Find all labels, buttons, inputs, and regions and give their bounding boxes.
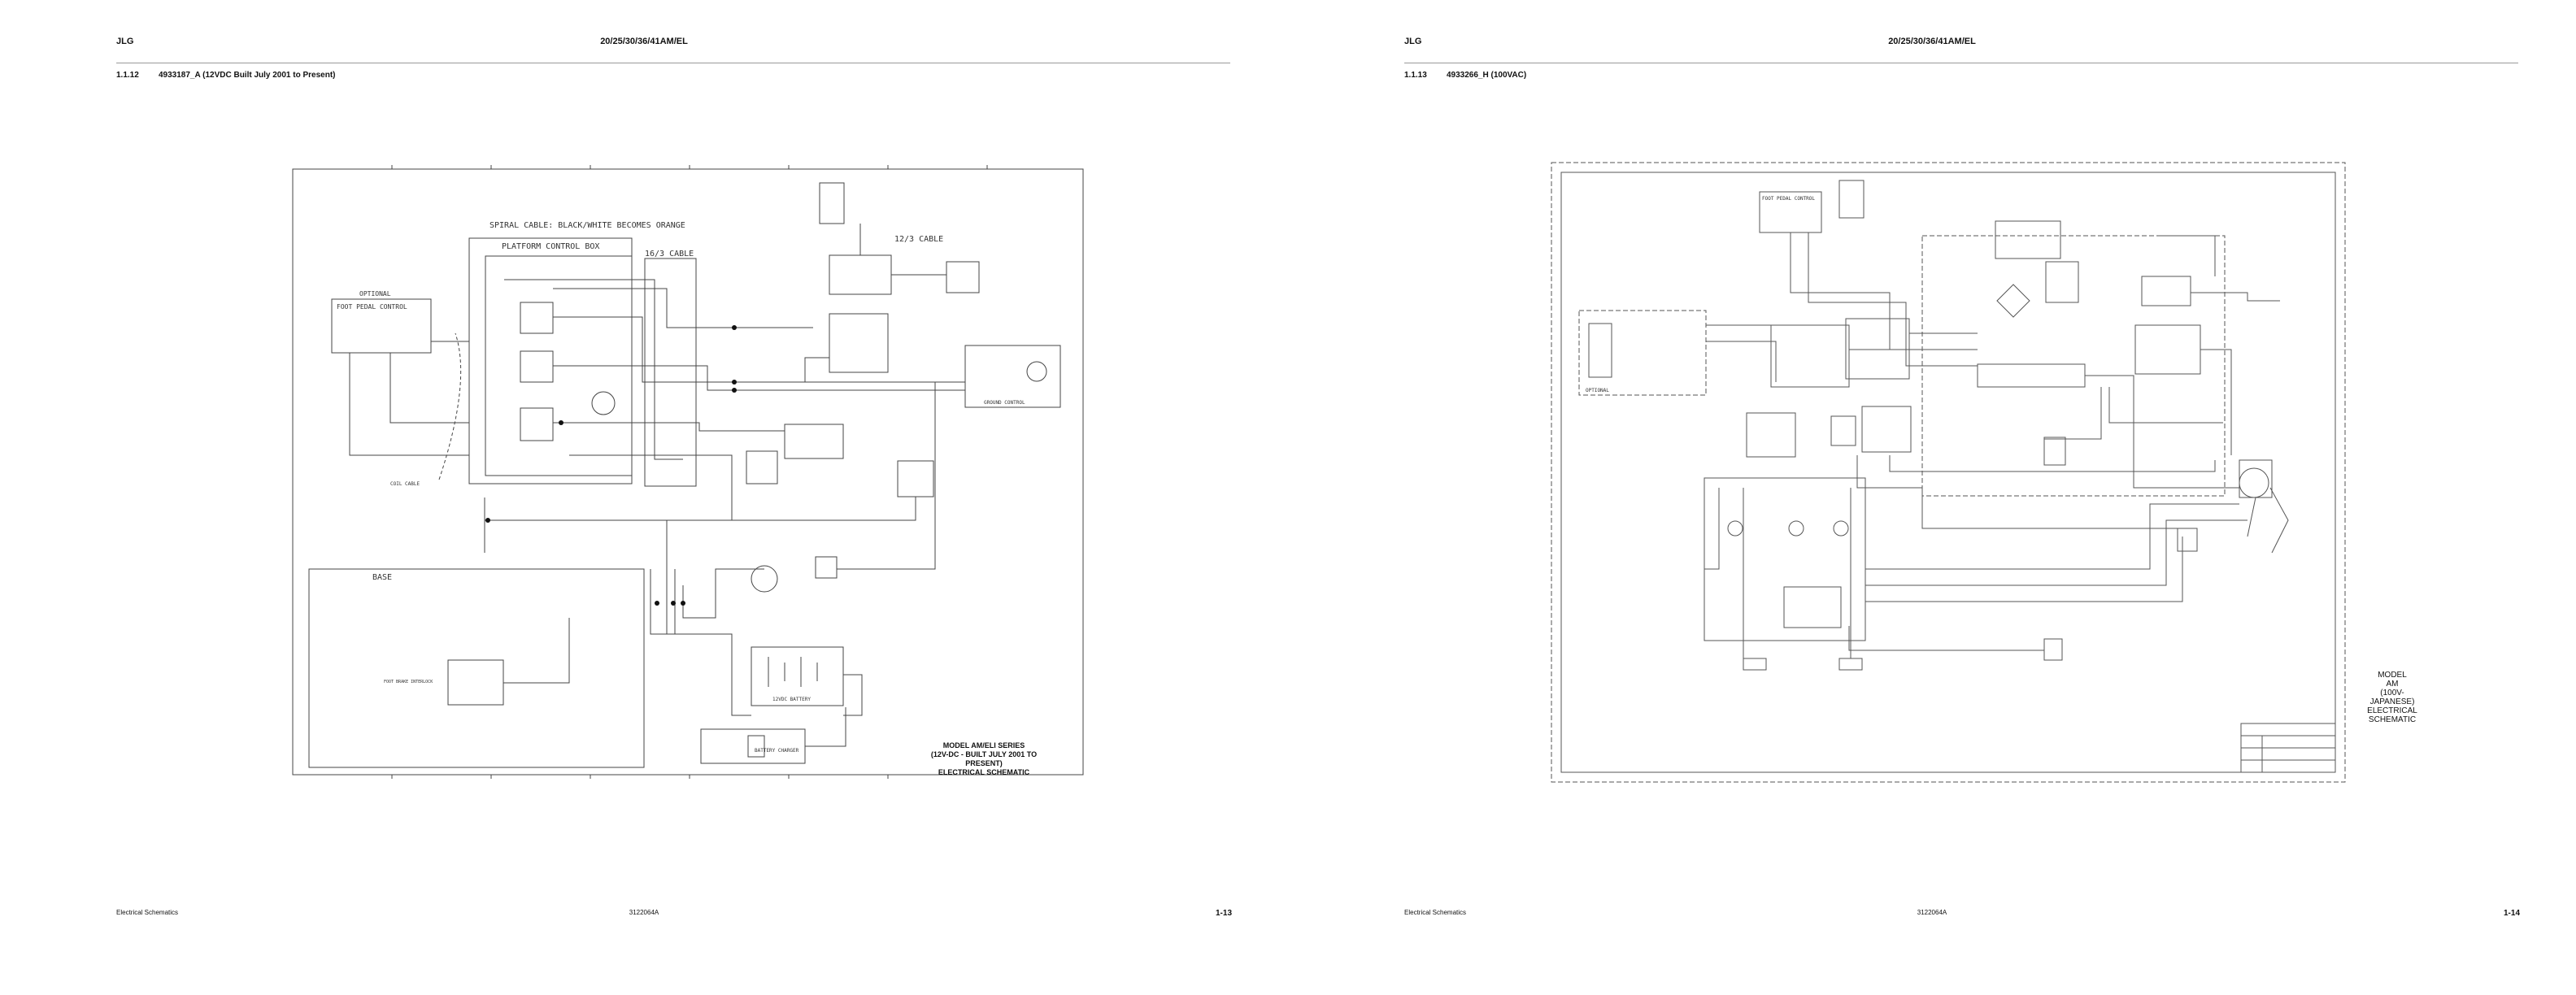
header-model: 20/25/30/36/41AM/EL [1888,37,1976,46]
section-number: 1.1.13 [1404,71,1427,80]
model-caption-line-2: (12V-DC - BUILT JULY 2001 TO PRESENT) [930,750,1038,767]
battery-label: 12VDC BATTERY [772,697,811,702]
section-title: 4933266_H (100VAC) [1447,71,1527,80]
footer-doc-number: 3122064A [1917,909,1947,916]
header-brand: JLG [1404,37,1422,46]
section-number: 1.1.12 [116,71,139,80]
coil-cable-label: COIL CABLE [390,481,420,487]
battery-box [751,646,844,706]
footer-page-number: 1-13 [1216,909,1233,918]
footer-section: Electrical Schematics [116,909,179,916]
electrical-schematic-100vac: FOOT PEDAL CONTROL OPTIONAL [1551,162,2346,783]
header-brand: JLG [116,37,134,46]
base-label: BASE [372,573,392,582]
header-model: 20/25/30/36/41AM/EL [600,37,688,46]
footer-page-number: 1-14 [2504,909,2521,918]
cable-16-3-box [644,258,697,487]
spiral-cable-note: SPIRAL CABLE: BLACK/WHITE BECOMES ORANGE [490,221,685,230]
left-page: JLG 20/25/30/36/41AM/EL 1.1.12 4933187_A… [116,37,1233,918]
footer-doc-number: 3122064A [629,909,659,916]
right-page: JLG 20/25/30/36/41AM/EL 1.1.13 4933266_H… [1288,0,2576,995]
section-title: 4933187_A (12VDC Built July 2001 to Pres… [159,71,336,80]
ground-control-label: GROUND CONTROL [984,400,1025,406]
cable-16-3-label: 16/3 CABLE [645,250,694,259]
base-box [308,568,645,768]
footer-section: Electrical Schematics [1404,909,1467,916]
model-caption-line-4: ELECTRICAL [2367,706,2417,715]
platform-control-box [468,237,633,484]
ground-control-box [964,345,1061,408]
cable-12-3-label: 12/3 CABLE [894,235,943,244]
model-caption-line-2: AM [2386,680,2399,689]
model-caption: MODEL AM/ELI SERIES (12V-DC - BUILT JULY… [919,741,1049,777]
foot-brake-label: FOOT BRAKE INTERLOCK [384,680,433,684]
electrical-schematic-12vdc: SPIRAL CABLE: BLACK/WHITE BECOMES ORANGE… [292,165,1084,779]
battery-charger-label: BATTERY CHARGER [755,748,799,754]
model-caption-line-1: MODEL [2378,671,2407,680]
model-caption-line-3: ELECTRICAL SCHEMATIC [938,768,1030,776]
model-caption-line-1: MODEL AM/ELI SERIES [942,741,1025,750]
model-caption-line-5: SCHEMATIC [2368,715,2417,724]
foot-pedal-box [331,298,432,354]
optional-box [1578,310,1707,396]
optional-label: OPTIONAL [359,290,391,298]
foot-pedal-label: FOOT PEDAL CONTROL [337,303,407,311]
platform-box-label: PLATFORM CONTROL BOX [502,242,599,251]
schematic-frame [1551,162,2346,783]
model-caption-line-3: (100V-JAPANESE) [2369,689,2415,706]
model-caption: MODEL AM (100V-JAPANESE) ELECTRICAL SCHE… [2360,671,2425,724]
battery-charger-box [700,728,806,764]
foot-pedal-label: FOOT PEDAL CONTROL [1762,196,1815,202]
optional-label: OPTIONAL [1586,388,1609,393]
